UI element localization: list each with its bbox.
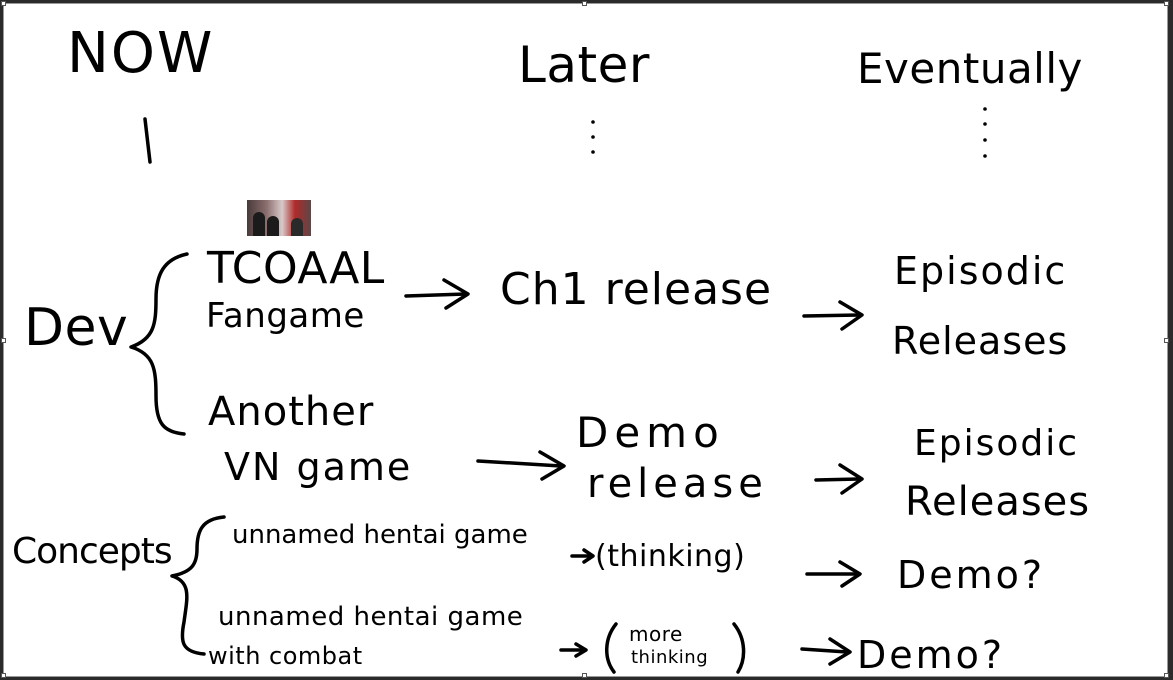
column-eventually: Eventually: [857, 44, 1083, 93]
node-concept1-stage: (thinking): [595, 539, 746, 574]
selection-handle-top-right[interactable]: [1164, 1, 1169, 6]
selection-handle-middle-right[interactable]: [1164, 338, 1169, 343]
node-another-line2: VN game: [224, 445, 413, 489]
arrow-concept2-to-morethinking: [559, 642, 588, 658]
selection-handle-bottom-center[interactable]: [582, 673, 587, 678]
selection-handle-middle-left[interactable]: [1, 338, 6, 343]
column-now: NOW: [67, 21, 215, 86]
selection-handle-bottom-right[interactable]: [1164, 673, 1169, 678]
game-screenshot-thumbnail: [247, 200, 311, 236]
node-another-line1: Another: [208, 389, 375, 435]
dev-brace: [129, 252, 189, 436]
node-concept2-stage-line1: more: [629, 622, 683, 646]
selection-handle-top-center[interactable]: [582, 1, 587, 6]
ink-strokes: [129, 107, 987, 674]
arrow-thinking-to-demo1: [805, 560, 862, 588]
node-concept2-line1: unnamed hentai game: [218, 602, 524, 632]
more-thinking-open-paren: [605, 622, 618, 674]
now-marker-line: [143, 117, 152, 164]
node-tcoaal-line2: Fangame: [206, 296, 365, 336]
node-demo-q1: Demo?: [897, 553, 1046, 597]
node-episodic2-line2: Releases: [905, 479, 1091, 525]
more-thinking-close-paren: [732, 622, 746, 674]
selection-handle-bottom-left[interactable]: [1, 673, 6, 678]
row-label-dev: Dev: [24, 298, 129, 358]
arrow-morethinking-to-demo2: [800, 637, 852, 666]
node-episodic1-line1: Episodic: [894, 249, 1068, 293]
node-ch1-release: Ch1 release: [500, 264, 773, 315]
selection-handle-top-left[interactable]: [1, 1, 6, 6]
node-episodic1-line2: Releases: [892, 319, 1069, 363]
column-later: Later: [518, 36, 650, 94]
node-episodic2-line1: Episodic: [914, 423, 1080, 464]
node-concept1: unnamed hentai game: [232, 520, 528, 550]
arrow-another-to-demo: [476, 450, 566, 481]
later-dotted-marker: [591, 120, 595, 154]
eventually-dotted-marker: [983, 107, 987, 158]
node-concept2-stage-line2: thinking: [631, 647, 709, 668]
arrow-concept1-to-thinking: [570, 548, 595, 564]
row-label-concepts: Concepts: [12, 531, 173, 572]
node-demo-release-line2: release: [587, 461, 768, 507]
node-tcoaal-line1: TCOAAL: [207, 243, 385, 294]
node-concept2-line2: with combat: [208, 642, 363, 670]
concepts-brace: [170, 515, 226, 656]
node-demo-q2: Demo?: [857, 633, 1006, 677]
node-demo-release-line1: Demo: [576, 408, 725, 457]
arrow-ch1-to-episodic: [802, 300, 864, 331]
arrow-tcoaal-to-ch1: [404, 278, 470, 310]
arrow-demo-to-episodic: [814, 463, 864, 495]
